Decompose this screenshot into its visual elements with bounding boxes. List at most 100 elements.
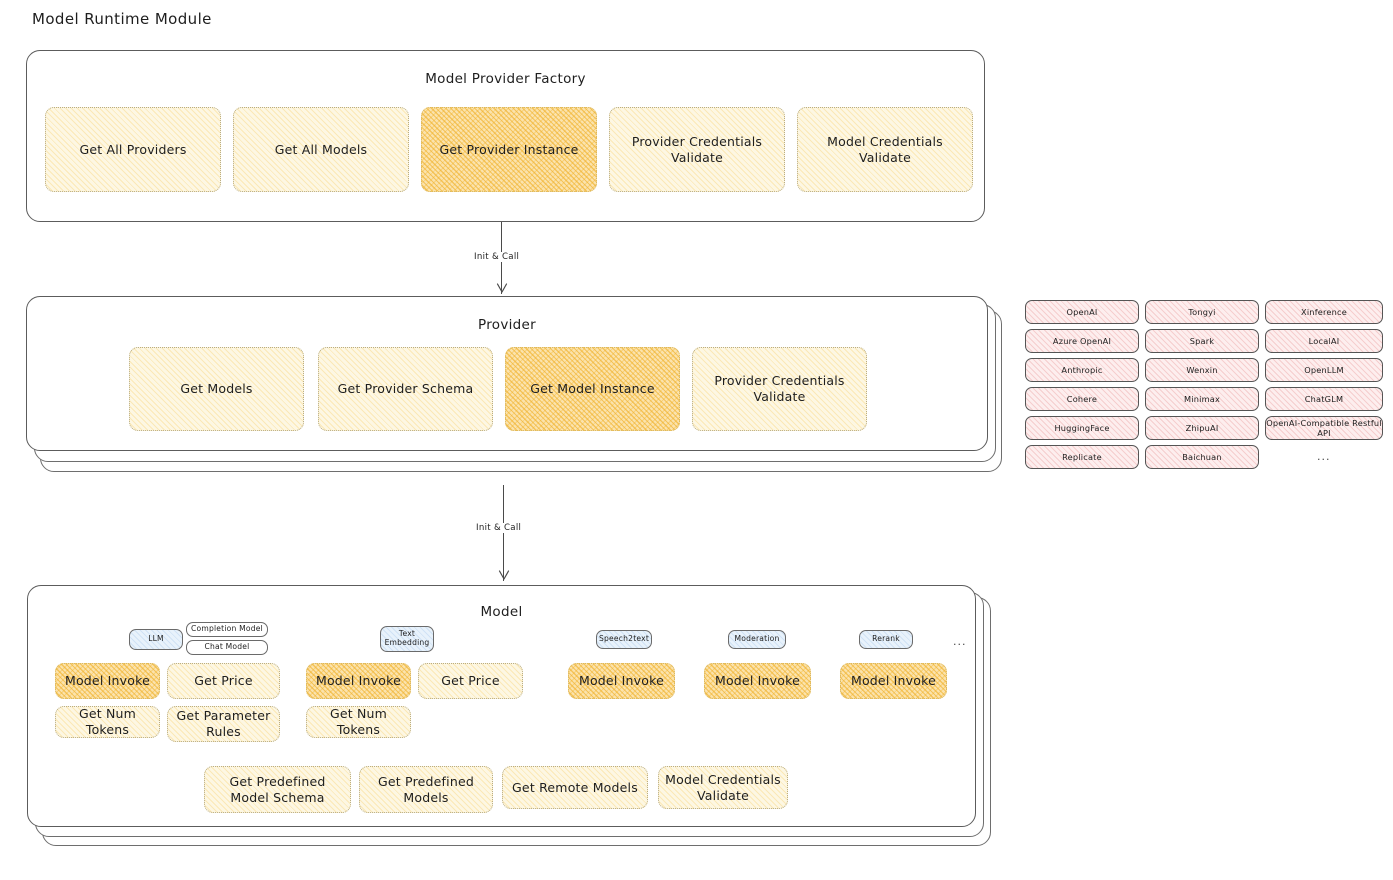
model-op-label: Model Invoke — [578, 673, 665, 688]
provider-pill-label: Minimax — [1183, 394, 1221, 404]
provider-item-label: Get Model Instance — [530, 381, 655, 396]
model-common-op-get-remote-models[interactable]: Get Remote Models — [502, 766, 648, 809]
model-subtype-chat-model[interactable]: Chat Model — [186, 640, 268, 655]
provider-pill-wenxin[interactable]: Wenxin — [1145, 358, 1259, 382]
arrow-head-icon — [498, 570, 510, 580]
provider-pill-label: Spark — [1189, 336, 1215, 346]
model-type-badge-text-embedding[interactable]: Text Embedding — [380, 626, 434, 652]
model-op-llm-model-invoke[interactable]: Model Invoke — [55, 663, 160, 699]
model-common-op-get-predefined-models[interactable]: Get Predefined Models — [359, 766, 493, 813]
model-subtype-completion-model[interactable]: Completion Model — [186, 622, 268, 637]
provider-pill-chatglm[interactable]: ChatGLM — [1265, 387, 1383, 411]
model-op-text-embedding-get-price[interactable]: Get Price — [418, 663, 523, 699]
factory-item-get-all-providers[interactable]: Get All Providers — [45, 107, 221, 192]
model-op-label: Get Num Tokens — [329, 706, 388, 737]
provider-item-label: Get Models — [180, 381, 253, 396]
provider-item-get-models[interactable]: Get Models — [129, 347, 304, 431]
provider-pill-localai[interactable]: LocalAI — [1265, 329, 1383, 353]
model-common-op-get-predefined-model-schema[interactable]: Get Predefined Model Schema — [204, 766, 351, 813]
provider-pill-label: Cohere — [1066, 394, 1098, 404]
provider-pill-label: Replicate — [1062, 452, 1102, 462]
provider-pill-zhipuai[interactable]: ZhipuAI — [1145, 416, 1259, 440]
provider-item-provider-credentials-validate[interactable]: Provider Credentials Validate — [692, 347, 867, 431]
provider-list: OpenAI Azure OpenAI Anthropic Cohere Hug… — [1025, 300, 1385, 475]
factory-item-get-provider-instance[interactable]: Get Provider Instance — [421, 107, 597, 192]
model-op-label: Get Num Tokens — [78, 706, 137, 737]
model-common-op-label: Get Predefined Models — [378, 773, 474, 805]
model-op-moderation-model-invoke[interactable]: Model Invoke — [704, 663, 811, 699]
model-types-more: ... — [953, 635, 967, 648]
provider-pill-replicate[interactable]: Replicate — [1025, 445, 1139, 469]
provider-pill-label: Anthropic — [1061, 365, 1103, 375]
provider-pill-cohere[interactable]: Cohere — [1025, 387, 1139, 411]
page-title: Model Runtime Module — [32, 10, 212, 28]
model-op-label: Model Invoke — [850, 673, 937, 688]
provider-pill-label: Azure OpenAI — [1052, 336, 1112, 346]
model-op-speech2text-model-invoke[interactable]: Model Invoke — [568, 663, 675, 699]
provider-pill-label: OpenAI-Compatible Restful API — [1266, 418, 1382, 438]
provider-card: Provider Get Models Get Provider Schema … — [26, 296, 988, 451]
model-op-label: Model Invoke — [714, 673, 801, 688]
provider-pill-spark[interactable]: Spark — [1145, 329, 1259, 353]
model-subtype-label: Chat Model — [204, 642, 250, 652]
factory-item-label: Model Credentials Validate — [827, 133, 943, 165]
model-common-op-model-credentials-validate[interactable]: Model Credentials Validate — [658, 766, 788, 809]
model-op-rerank-model-invoke[interactable]: Model Invoke — [840, 663, 947, 699]
model-title: Model — [480, 604, 523, 620]
model-provider-factory-card: Model Provider Factory Get All Providers… — [26, 50, 985, 222]
provider-pill-label: ChatGLM — [1304, 394, 1344, 404]
provider-pill-label: LocalAI — [1308, 336, 1340, 346]
provider-pill-azure-openai[interactable]: Azure OpenAI — [1025, 329, 1139, 353]
model-type-badge-speech2text[interactable]: Speech2text — [596, 630, 652, 649]
model-common-op-label: Get Remote Models — [512, 779, 638, 795]
provider-item-get-provider-schema[interactable]: Get Provider Schema — [318, 347, 493, 431]
provider-list-more: ... — [1317, 450, 1331, 463]
provider-pill-openai[interactable]: OpenAI — [1025, 300, 1139, 324]
model-type-label: Rerank — [872, 634, 900, 644]
model-op-label: Get Parameter Rules — [176, 708, 271, 739]
provider-pill-openai-compatible-restful-api[interactable]: OpenAI-Compatible Restful API — [1265, 416, 1383, 440]
provider-pill-label: OpenAI — [1066, 307, 1098, 317]
provider-pill-huggingface[interactable]: HuggingFace — [1025, 416, 1139, 440]
connector-label-init-call-2: Init & Call — [472, 523, 526, 533]
model-type-badge-moderation[interactable]: Moderation — [728, 630, 786, 649]
provider-item-label: Provider Credentials Validate — [714, 373, 845, 404]
factory-item-label: Provider Credentials Validate — [631, 133, 763, 165]
model-op-text-embedding-model-invoke[interactable]: Model Invoke — [306, 663, 411, 699]
factory-item-model-credentials-validate[interactable]: Model Credentials Validate — [797, 107, 973, 192]
model-op-llm-get-price[interactable]: Get Price — [167, 663, 280, 699]
model-type-label: Text Embedding — [384, 629, 430, 647]
model-type-badge-rerank[interactable]: Rerank — [859, 630, 913, 649]
model-op-label: Get Price — [441, 673, 500, 688]
provider-pill-label: Xinference — [1301, 307, 1347, 317]
provider-item-get-model-instance[interactable]: Get Model Instance — [505, 347, 680, 431]
provider-pill-label: ZhipuAI — [1185, 423, 1219, 433]
model-common-op-label: Get Predefined Model Schema — [229, 773, 326, 805]
provider-pill-xinference[interactable]: Xinference — [1265, 300, 1383, 324]
model-type-label: Moderation — [734, 634, 780, 644]
factory-item-label: Get Provider Instance — [439, 141, 579, 157]
provider-item-label: Get Provider Schema — [337, 381, 474, 396]
provider-pill-label: Baichuan — [1182, 452, 1222, 462]
model-type-label: LLM — [148, 634, 164, 644]
provider-pill-label: Tongyi — [1188, 307, 1216, 317]
factory-item-get-all-models[interactable]: Get All Models — [233, 107, 409, 192]
provider-title: Provider — [478, 317, 536, 333]
factory-item-label: Get All Providers — [79, 141, 187, 157]
arrow-head-icon — [496, 283, 508, 293]
model-op-llm-get-num-tokens[interactable]: Get Num Tokens — [55, 706, 160, 738]
provider-pill-anthropic[interactable]: Anthropic — [1025, 358, 1139, 382]
model-op-llm-get-parameter-rules[interactable]: Get Parameter Rules — [167, 706, 280, 742]
factory-item-provider-credentials-validate[interactable]: Provider Credentials Validate — [609, 107, 785, 192]
model-op-text-embedding-get-num-tokens[interactable]: Get Num Tokens — [306, 706, 411, 738]
model-type-badge-llm[interactable]: LLM — [129, 629, 183, 650]
provider-pill-openllm[interactable]: OpenLLM — [1265, 358, 1383, 382]
provider-pill-label: HuggingFace — [1054, 423, 1110, 433]
provider-pill-label: OpenLLM — [1304, 365, 1344, 375]
provider-pill-tongyi[interactable]: Tongyi — [1145, 300, 1259, 324]
model-subtype-label: Completion Model — [191, 624, 263, 634]
provider-pill-minimax[interactable]: Minimax — [1145, 387, 1259, 411]
provider-pill-baichuan[interactable]: Baichuan — [1145, 445, 1259, 469]
connector-line-provider-to-model — [503, 485, 505, 581]
model-op-label: Model Invoke — [64, 673, 151, 688]
